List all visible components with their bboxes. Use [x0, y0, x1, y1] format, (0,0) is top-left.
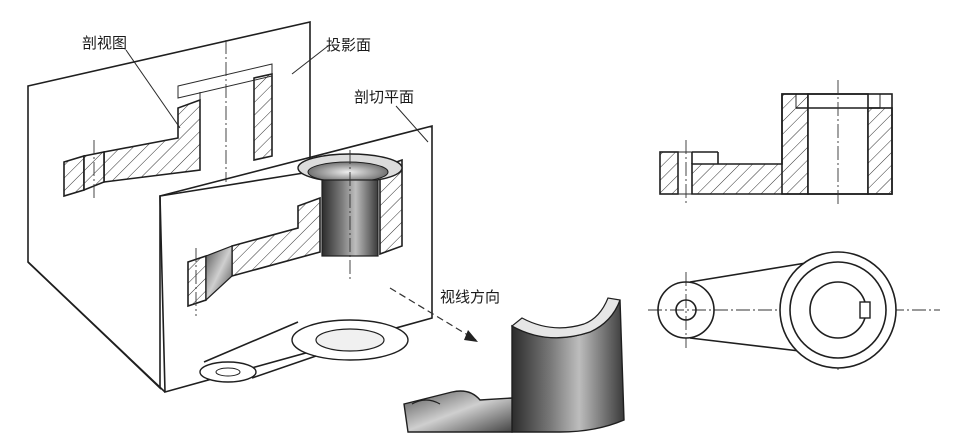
part-footprint: [199, 319, 409, 383]
cutting-plane: [159, 124, 433, 394]
sectioned-part-3d: [187, 150, 403, 316]
label-cutting-plane: 剖切平面: [354, 88, 414, 106]
top-view: [648, 251, 940, 370]
leader-lines: [125, 45, 429, 143]
projected-section: [63, 40, 273, 200]
label-view-direction: 视线方向: [440, 288, 500, 306]
front-section-view: [659, 80, 893, 206]
view-direction-arrow: [389, 287, 478, 342]
label-projection-plane: 投影面: [326, 36, 371, 54]
removed-part-3d: [403, 297, 625, 433]
label-section-view: 剖视图: [82, 34, 127, 52]
